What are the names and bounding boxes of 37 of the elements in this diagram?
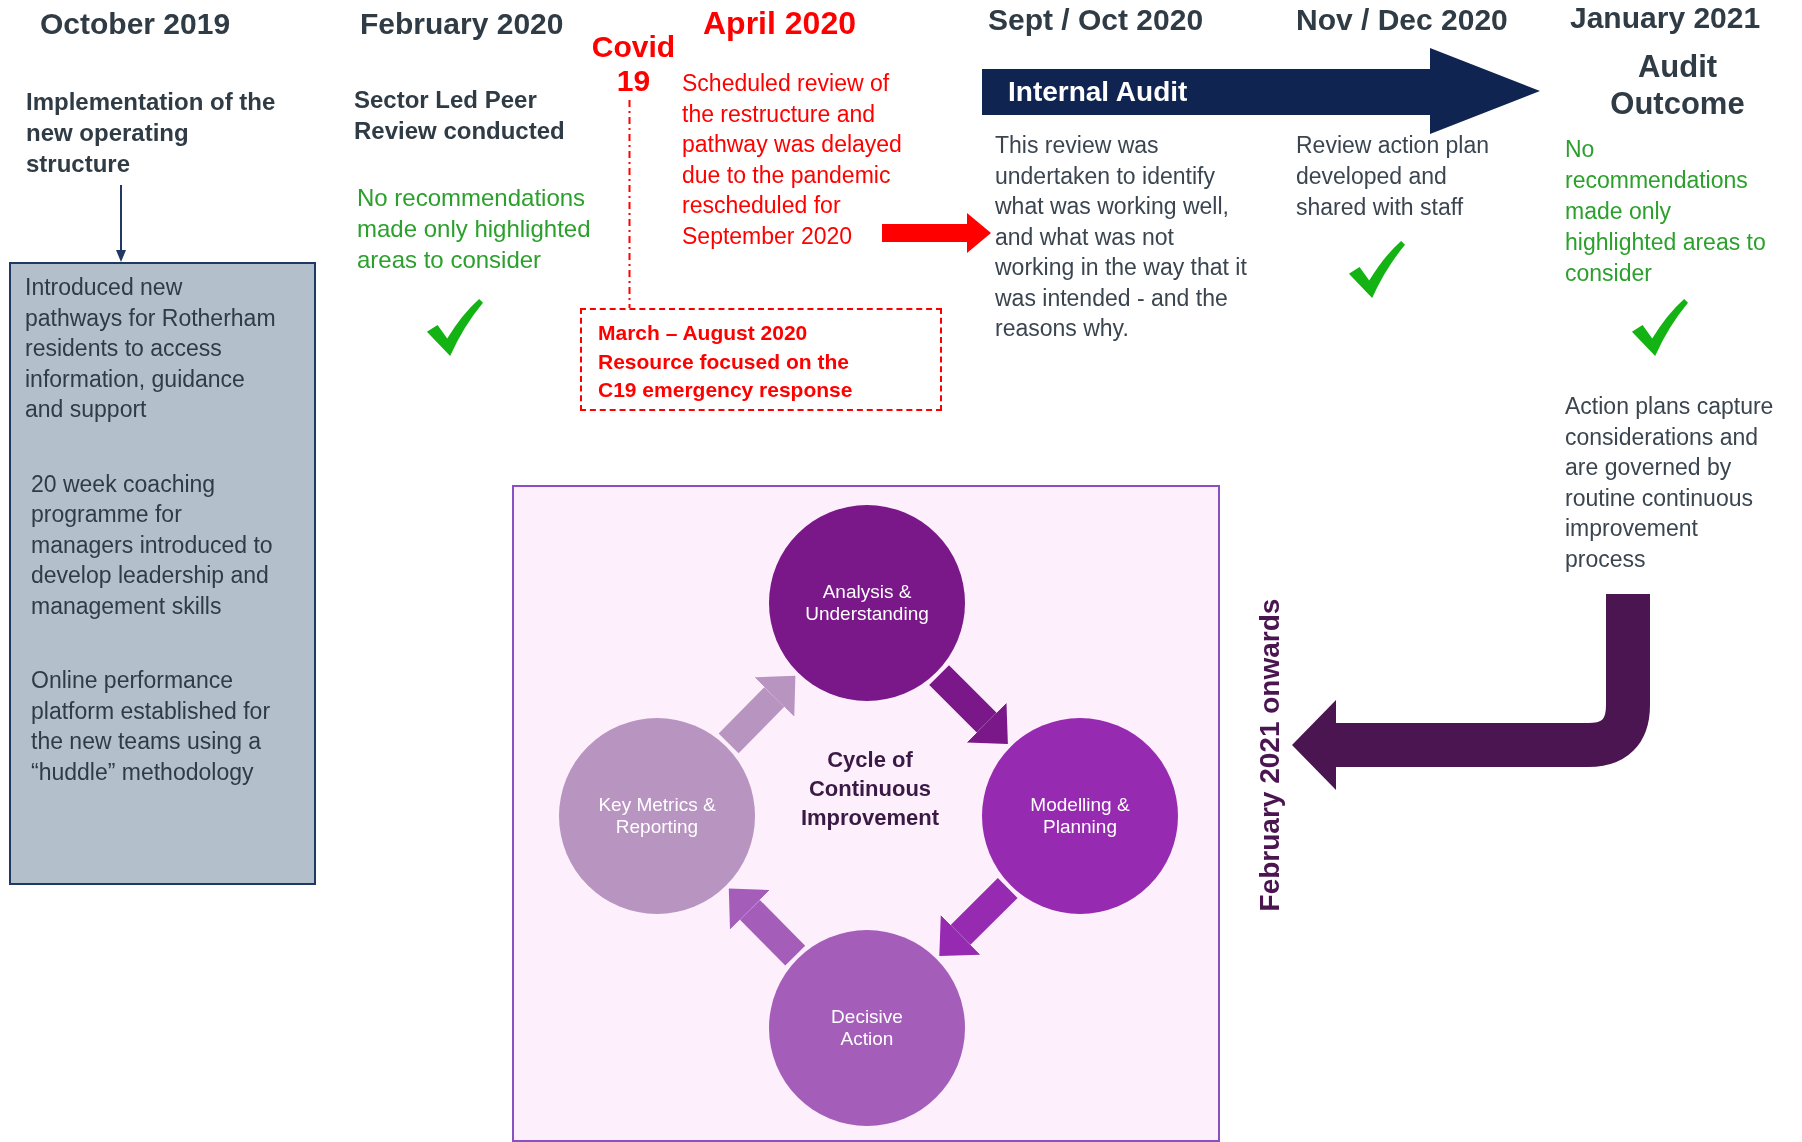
event-text: Implementation of the new operating structure — [26, 86, 296, 179]
block-arrow — [728, 888, 806, 966]
activity-text: Online performance platform established for the new teams using a “huddle” methodology — [30, 666, 272, 787]
outcome-note: No recommendations made only highlighted areas to consider — [357, 183, 592, 275]
cycle-panel — [512, 485, 1220, 1142]
event-text: This review was undertaken to identify what was working well, and what was not working in the way that it was intended - and the reasons why. — [995, 130, 1257, 344]
block-arrow — [882, 213, 991, 253]
event-text: Review action plan developed and shared with staff — [1296, 131, 1491, 222]
date-heading: February 2020 — [360, 6, 564, 42]
arrow — [116, 184, 126, 262]
banner-arrow — [982, 48, 1540, 134]
outcome-note: No recommendations made only highlighted areas to consider — [1565, 135, 1767, 288]
section-heading: Audit Outcome — [1609, 48, 1746, 122]
stage-label: Analysis & Understanding — [804, 581, 930, 625]
block-arrow — [718, 675, 796, 754]
date-heading: Nov / Dec 2020 — [1296, 2, 1508, 38]
stage-label: Decisive Action — [830, 1006, 904, 1050]
dashed-connector — [628, 99, 631, 309]
block-arrow — [929, 665, 1008, 744]
stage-label: Key Metrics & Reporting — [597, 794, 717, 838]
activity-text: Introduced new pathways for Rotherham residents to access information, guidance and support — [25, 273, 277, 424]
activity-text: 20 week coaching programme for managers introduced to develop leadership and management skills — [30, 469, 274, 621]
block-arrow — [939, 878, 1018, 957]
date-heading: October 2019 — [40, 6, 231, 42]
date-heading: January 2021 — [1570, 0, 1761, 36]
event-text: Scheduled review of the restructure and pathway was delayed due to the pandemic rescheduled for September 2020 — [682, 68, 922, 251]
event-text: Covid 19 — [586, 30, 681, 98]
banner-label: Internal Audit — [1008, 75, 1189, 109]
stage-label: Modelling & Planning — [1029, 794, 1131, 838]
event-text: Action plans capture considerations and are governed by routine continuous improvement process — [1565, 391, 1783, 574]
activity-panel — [9, 262, 316, 885]
dashed-note-box: March – August 2020 Resource focused on the C19 emergency response — [580, 308, 942, 411]
date-heading: Sept / Oct 2020 — [988, 2, 1204, 38]
date-heading: April 2020 — [703, 4, 856, 43]
event-text: Sector Led Peer Review conducted — [354, 85, 566, 146]
cycle-title: Cycle of Continuous Improvement — [799, 746, 941, 832]
period-label: February 2021 onwards — [1250, 575, 1290, 935]
